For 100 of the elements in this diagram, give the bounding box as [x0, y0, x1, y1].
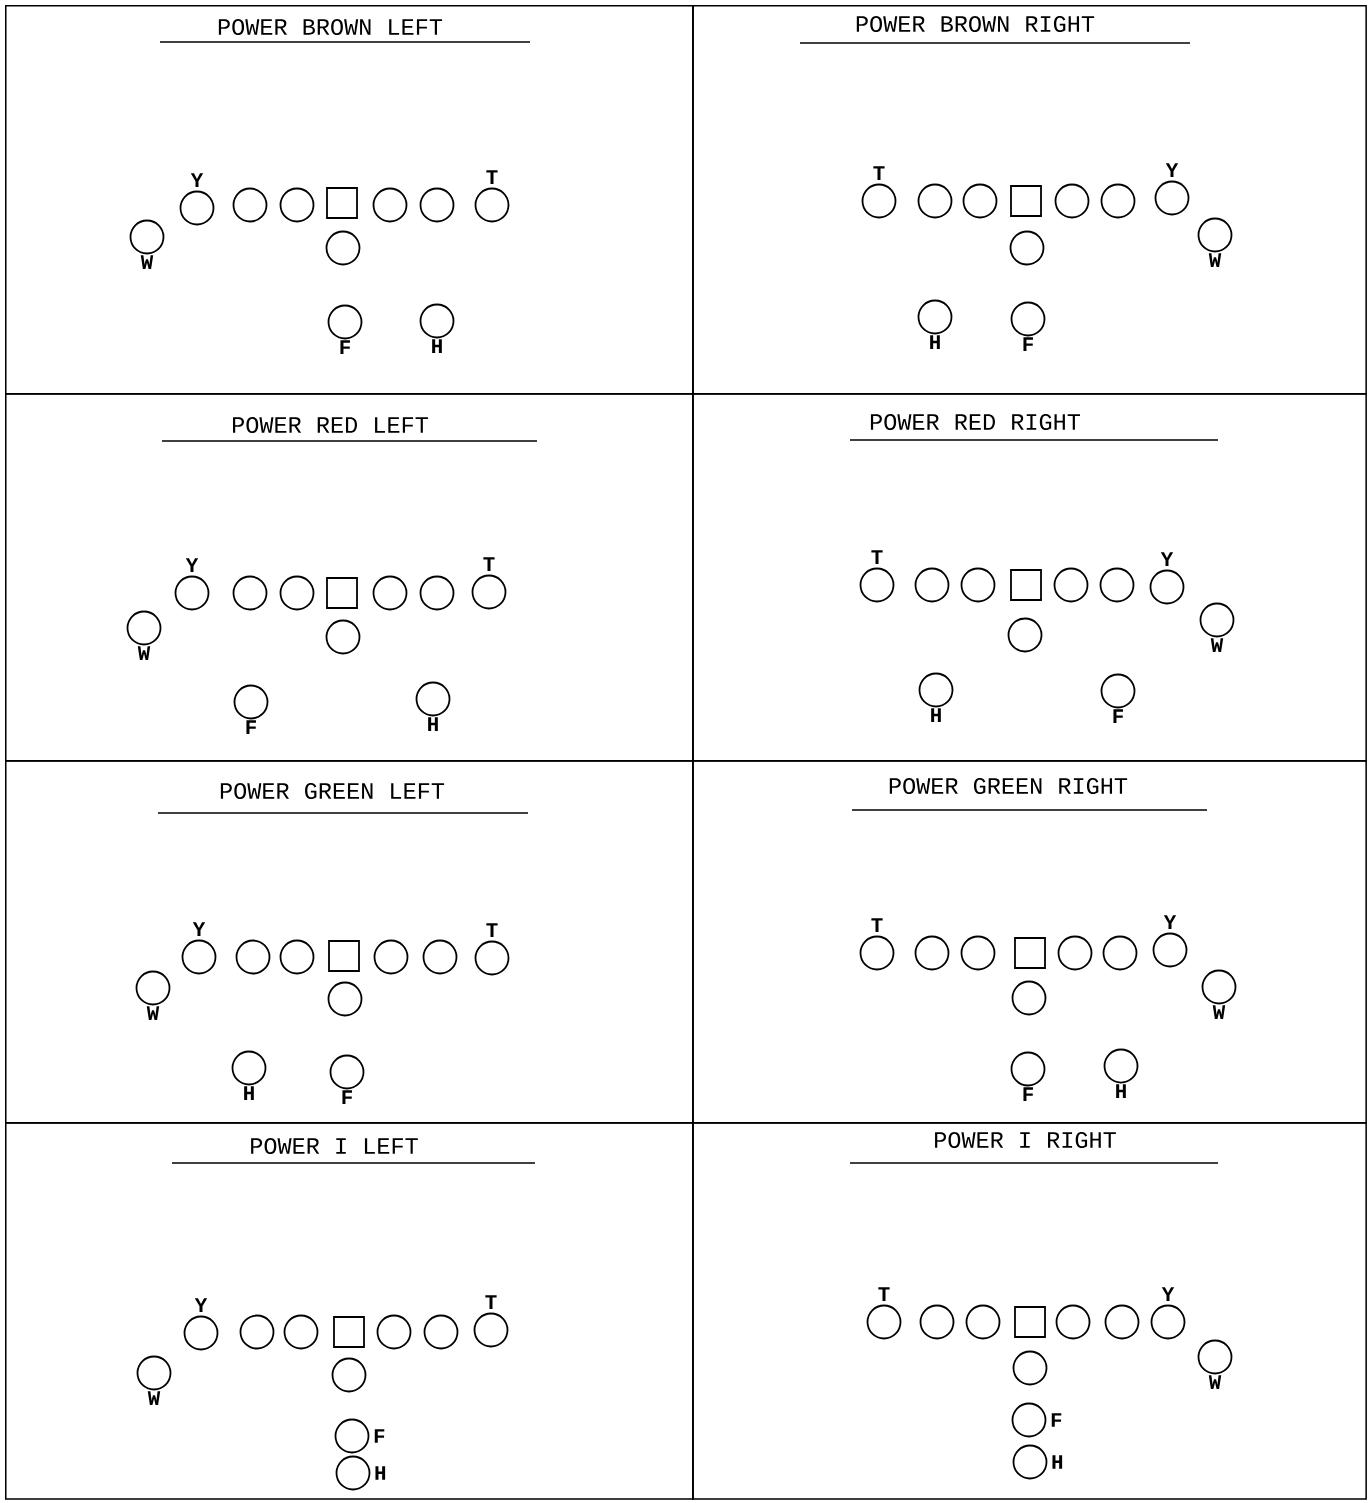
player-circle [1057, 935, 1093, 971]
player-circle [471, 574, 507, 610]
player-circle [235, 939, 271, 975]
position-letter: H [432, 339, 442, 353]
player-circle [1152, 932, 1188, 968]
player-circle [239, 1314, 275, 1350]
position-letter: Y [194, 1298, 208, 1312]
player-circle [914, 935, 950, 971]
player-circle [372, 187, 408, 223]
position-letter: T [486, 923, 498, 937]
position-letter: T [483, 557, 495, 571]
player-circle [1100, 673, 1136, 709]
player-circle [859, 567, 895, 603]
position-letter: F [1113, 709, 1123, 723]
panel-box [692, 1122, 1367, 1500]
position-letter: F [342, 1090, 352, 1104]
player-circle [1053, 567, 1089, 603]
player-circle [233, 684, 269, 720]
player-circle [419, 303, 455, 339]
position-letter: W [147, 1391, 161, 1405]
position-letter: Y [1163, 915, 1177, 929]
player-circle [419, 575, 455, 611]
player-circle [960, 567, 996, 603]
player-circle [919, 1304, 955, 1340]
panel-box [5, 5, 694, 395]
position-letter: T [873, 166, 885, 180]
position-letter: W [146, 1006, 160, 1020]
player-circle [861, 183, 897, 219]
player-circle [1150, 1304, 1186, 1340]
center-square [328, 940, 360, 972]
panel-box [5, 1122, 694, 1500]
player-circle [1007, 617, 1043, 653]
center-square [333, 1316, 365, 1348]
player-circle [1201, 969, 1237, 1005]
center-square [1010, 569, 1042, 601]
panel-box [692, 760, 1367, 1124]
player-circle [415, 681, 451, 717]
player-circle [859, 935, 895, 971]
position-letter: T [486, 170, 498, 184]
player-circle [334, 1418, 370, 1454]
position-letter: T [485, 1295, 497, 1309]
player-circle [1154, 180, 1190, 216]
player-circle [1199, 602, 1235, 638]
player-circle [918, 672, 954, 708]
player-circle [1054, 183, 1090, 219]
position-letter: T [871, 550, 883, 564]
position-letter: H [930, 335, 940, 349]
formation-title: POWER BROWN RIGHT [856, 16, 1095, 32]
player-circle [126, 610, 162, 646]
position-letter: Y [185, 558, 199, 572]
position-letter: W [1210, 638, 1224, 652]
position-letter: F [374, 1429, 385, 1443]
center-square [1010, 185, 1042, 217]
position-letter: Y [190, 173, 204, 187]
position-letter: T [878, 1287, 890, 1301]
formation-title: POWER GREEN LEFT [220, 783, 445, 799]
player-circle [1197, 217, 1233, 253]
player-circle [960, 935, 996, 971]
position-letter: W [1208, 1375, 1222, 1389]
player-circle [183, 1315, 219, 1351]
position-letter: Y [192, 922, 206, 936]
player-circle [1012, 1350, 1048, 1386]
player-circle [335, 1455, 371, 1491]
player-circle [1103, 1048, 1139, 1084]
position-letter: W [137, 646, 151, 660]
player-circle [1012, 1444, 1048, 1480]
position-letter: T [871, 918, 883, 932]
player-circle [232, 575, 268, 611]
player-circle [325, 230, 361, 266]
player-circle [914, 567, 950, 603]
formation-title: POWER RED LEFT [233, 417, 428, 433]
position-letter: F [246, 720, 256, 734]
player-circle [1010, 301, 1046, 337]
position-letter: F [1023, 337, 1033, 351]
player-circle [1102, 935, 1138, 971]
player-circle [181, 939, 217, 975]
position-letter: Y [1161, 1287, 1175, 1301]
player-circle [1104, 1304, 1140, 1340]
position-letter: W [1212, 1005, 1226, 1019]
formation-title: POWER RED RIGHT [870, 414, 1080, 430]
position-letter: W [140, 255, 154, 269]
position-letter: H [428, 717, 438, 731]
player-circle [866, 1304, 902, 1340]
player-circle [1099, 567, 1135, 603]
formation-title: POWER BROWN LEFT [218, 19, 443, 35]
player-circle [917, 299, 953, 335]
player-circle [376, 1314, 412, 1350]
player-circle [329, 1054, 365, 1090]
player-circle [1010, 1051, 1046, 1087]
player-circle [962, 183, 998, 219]
position-letter: W [1208, 253, 1222, 267]
center-square [326, 187, 358, 219]
panel-box [692, 5, 1367, 395]
player-circle [179, 190, 215, 226]
formation-title: POWER GREEN RIGHT [889, 778, 1128, 794]
player-circle [279, 187, 315, 223]
player-circle [1197, 1339, 1233, 1375]
player-circle [135, 970, 171, 1006]
position-letter: F [340, 340, 350, 354]
player-circle [232, 187, 268, 223]
